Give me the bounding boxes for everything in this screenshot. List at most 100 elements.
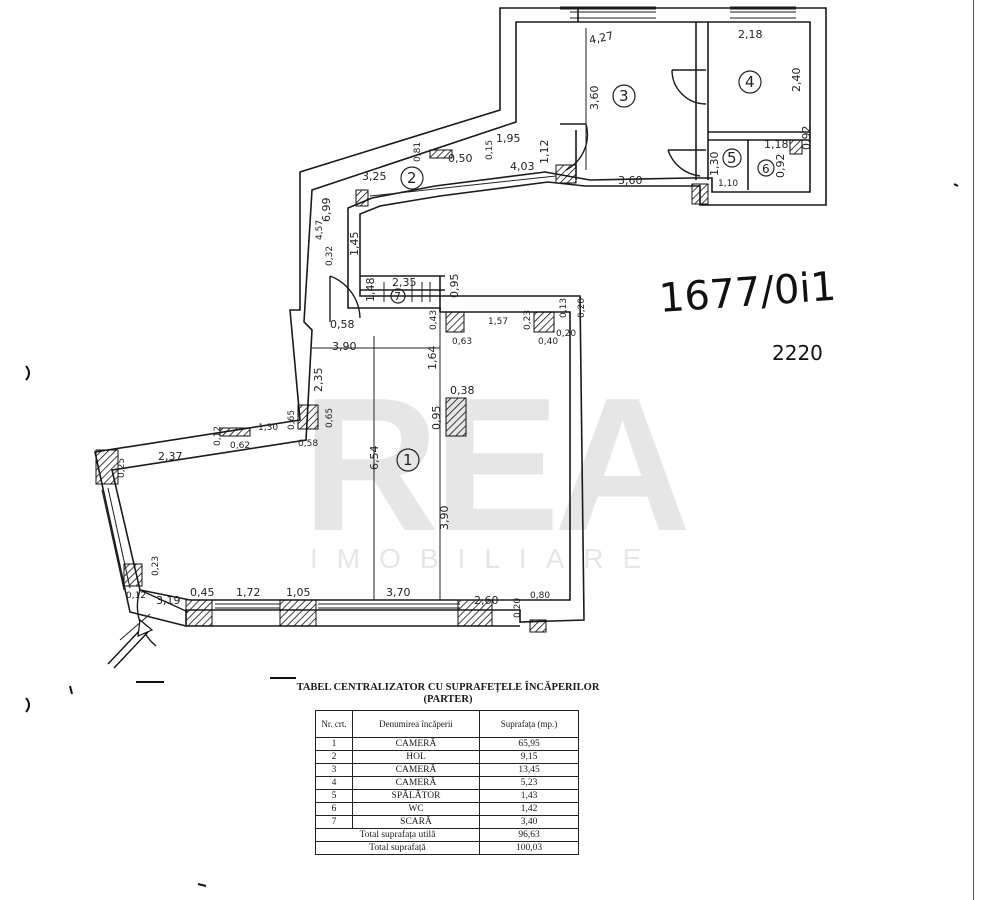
dim-label: 0,62 — [230, 441, 250, 451]
dim-label: 0,95 — [448, 274, 461, 299]
dimension-labels: 4,27 2,18 3,60 2,40 1,95 3,25 4,03 1,12 … — [117, 28, 813, 618]
room-marker-4 — [738, 70, 762, 94]
dim-label: 2,35 — [392, 276, 417, 289]
dim-label: 0,65 — [325, 408, 335, 428]
dim-label: 6,99 — [320, 198, 333, 223]
table-row: 6 WC 1,42 — [315, 802, 579, 816]
dim-label: 0,23 — [523, 310, 533, 330]
dim-label: 1,64 — [426, 346, 439, 371]
table-row: 7 SCARĂ 3,40 — [315, 815, 579, 829]
handwritten-number: 1677/0i1 — [657, 264, 837, 322]
room-marker-1 — [396, 448, 420, 472]
watermark-subtitle: IMOBILIARE — [310, 543, 660, 574]
dim-label: 1,30 — [258, 423, 278, 433]
table-header-cell: Suprafața (mp.) — [479, 710, 579, 738]
dim-label: 6,54 — [368, 446, 381, 471]
dim-label: 0,81 — [413, 142, 423, 162]
dim-label: 0,45 — [190, 586, 215, 599]
dim-label: 4,27 — [588, 29, 615, 47]
surface-table-section: TABEL CENTRALIZATOR CU SUPRAFEȚELE ÎNCĂP… — [288, 682, 608, 855]
dim-label: 3,60 — [588, 86, 601, 111]
table-cell: 65,95 — [479, 737, 579, 751]
dim-label: 1,95 — [496, 132, 521, 145]
surface-table: Nr. crt. Denumirea încăperii Suprafața (… — [315, 710, 579, 855]
table-cell: CAMERĂ — [352, 737, 480, 751]
room-markers: 1 2 3 4 5 6 7 — [390, 70, 775, 472]
table-header-row: Nr. crt. Denumirea încăperii Suprafața (… — [315, 710, 579, 738]
dim-label: 0,92 — [800, 126, 813, 151]
table-cell: 4 — [315, 776, 353, 790]
dim-label: 1,10 — [718, 179, 738, 189]
dim-label: 0,13 — [559, 298, 569, 318]
table-cell: SPĂLĂTOR — [352, 789, 480, 803]
dim-label: 0,43 — [429, 310, 439, 330]
dim-label: 1,45 — [348, 232, 361, 257]
stairs — [383, 282, 431, 302]
table-total-useful-row: Total suprafața utilă 96,63 — [315, 828, 579, 842]
dim-label: 0,20 — [556, 329, 576, 339]
dim-label: 0,80 — [530, 591, 550, 601]
dim-label: 0,12 — [126, 591, 146, 601]
dim-label: 2,18 — [738, 28, 763, 41]
room-marker-5 — [722, 148, 742, 168]
dim-label: 0,58 — [298, 439, 318, 449]
dim-label: 0,63 — [452, 337, 472, 347]
table-header-cell: Denumirea încăperii — [352, 710, 480, 738]
dim-label: 3,25 — [362, 170, 387, 183]
table-cell: 7 — [315, 815, 353, 829]
room-marker-2 — [400, 166, 424, 190]
dim-label: 1,57 — [488, 317, 508, 327]
dim-label: 0,65 — [287, 410, 297, 430]
entrance-arrow-icon — [107, 618, 154, 669]
scan-marks — [25, 183, 959, 887]
scan-edge-line — [973, 0, 974, 900]
room-marker-6 — [757, 159, 775, 177]
dim-label: 0,95 — [430, 406, 443, 431]
table-subtitle: (PARTER) — [423, 694, 473, 705]
table-cell: WC — [352, 802, 480, 816]
dim-label: 3,70 — [386, 586, 411, 599]
dim-label: 0,58 — [330, 318, 355, 331]
hatched-columns — [95, 139, 803, 633]
dim-label: 3,90 — [438, 506, 451, 531]
table-header-cell: Nr. crt. — [315, 710, 353, 738]
dim-label: 0,23 — [151, 556, 161, 576]
dim-label: 4,57 — [315, 220, 325, 240]
table-cell: 96,63 — [479, 828, 579, 842]
dim-label: 0,15 — [485, 140, 495, 160]
room-number-3: 3 — [619, 87, 629, 105]
dimension-lines — [119, 28, 587, 641]
table-row: 3 CAMERĂ 13,45 — [315, 763, 579, 777]
dim-label: 2,35 — [312, 368, 325, 393]
table-cell: 2 — [315, 750, 353, 764]
dim-label: 1,30 — [708, 152, 721, 177]
table-row: 5 SPĂLĂTOR 1,43 — [315, 789, 579, 803]
dim-label: 0,50 — [448, 152, 473, 165]
room-number-5: 5 — [727, 149, 737, 167]
dim-label: 1,72 — [236, 586, 261, 599]
table-cell: CAMERĂ — [352, 763, 480, 777]
room-number-4: 4 — [745, 73, 755, 91]
dim-label: 4,03 — [510, 160, 535, 173]
dim-label: 1,05 — [286, 586, 311, 599]
table-cell: HOL — [352, 750, 480, 764]
table-cell: 5 — [315, 789, 353, 803]
handwritten-note: 2220 — [772, 341, 823, 365]
dim-label: 0,20 — [577, 298, 587, 318]
table-row: 1 CAMERĂ 65,95 — [315, 737, 579, 751]
room-number-7: 7 — [394, 290, 401, 303]
table-cell: 1,43 — [479, 789, 579, 803]
table-cell: 6 — [315, 802, 353, 816]
dim-label: 3,90 — [332, 340, 357, 353]
dim-label: 0,25 — [117, 458, 127, 478]
table-cell: SCARĂ — [352, 815, 480, 829]
table-cell: 1 — [315, 737, 353, 751]
dim-label: 2,40 — [790, 68, 803, 93]
room-marker-7 — [390, 288, 406, 304]
table-cell: 5,23 — [479, 776, 579, 790]
table-title: TABEL CENTRALIZATOR CU SUPRAFEȚELE ÎNCĂP… — [296, 682, 600, 693]
dim-label: 3,60 — [618, 174, 643, 187]
dim-label: 2,37 — [158, 450, 183, 463]
dim-label: 0,92 — [774, 154, 787, 179]
